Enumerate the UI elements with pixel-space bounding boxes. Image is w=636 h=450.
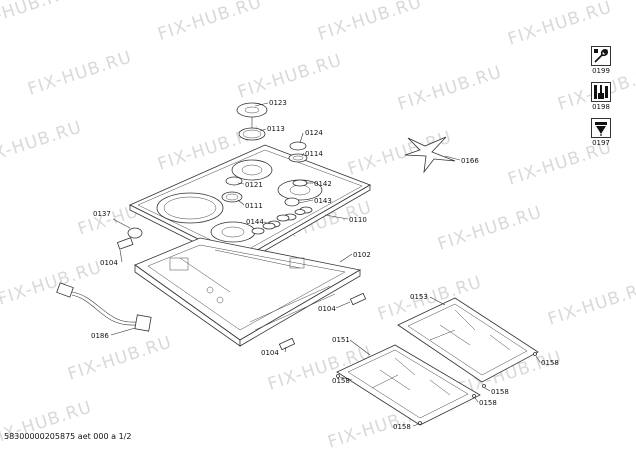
callout-0142: 0142 xyxy=(314,180,332,188)
callout-0114: 0114 xyxy=(305,150,323,158)
watermark: FIX-HUB.RU xyxy=(0,257,105,309)
watermark: FIX-HUB.RU xyxy=(25,47,134,99)
callout-0104: 0104 xyxy=(318,305,336,313)
icon-label-0197: 0197 xyxy=(592,139,610,147)
wok-support-0166 xyxy=(404,136,456,174)
callout-0110: 0110 xyxy=(349,216,367,224)
watermark: FIX-HUB.RU xyxy=(545,277,636,329)
watermark: FIX-HUB.RU xyxy=(505,0,614,50)
document-footer: 58300000205875 aet 000 a 1/2 xyxy=(4,432,132,441)
watermark: FIX-HUB.RU xyxy=(0,397,95,449)
callout-0151: 0151 xyxy=(332,336,350,344)
watermark: FIX-HUB.RU xyxy=(345,127,454,179)
icon-label-0198: 0198 xyxy=(592,103,610,111)
callout-0111: 0111 xyxy=(245,202,263,210)
callout-0158: 0158 xyxy=(541,359,559,367)
power-cord-0186 xyxy=(56,282,152,332)
callout-0158: 0158 xyxy=(479,399,497,407)
callout-0124: 0124 xyxy=(305,129,323,137)
clip-part-0104 xyxy=(278,292,367,351)
pan-support-front xyxy=(336,344,481,426)
burner-cap-0121 xyxy=(225,176,243,186)
callout-0143: 0143 xyxy=(314,197,332,205)
callout-0104: 0104 xyxy=(261,349,279,357)
burner-crown-0113 xyxy=(238,117,266,141)
callout-labels: 0123 0113 0124 0114 0121 0142 0111 0143 … xyxy=(91,99,559,431)
callout-0166: 0166 xyxy=(461,157,479,165)
burner-crown-0111 xyxy=(221,191,243,203)
rubber-feet-0158 xyxy=(336,352,537,425)
watermark: FIX-HUB.RU xyxy=(395,62,504,114)
callout-0113: 0113 xyxy=(267,125,285,133)
burner-crown-0114 xyxy=(288,153,308,163)
watermark: FIX-HUB.RU xyxy=(0,0,75,35)
fuse-icon xyxy=(591,118,611,138)
callout-0104: 0104 xyxy=(100,259,118,267)
callout-0158: 0158 xyxy=(491,388,509,396)
callout-0137: 0137 xyxy=(93,210,111,218)
leader-lines xyxy=(110,102,541,427)
hob-top-plate xyxy=(129,144,371,266)
tools-icon xyxy=(591,82,611,102)
watermark: FIX-HUB.RU xyxy=(65,332,174,384)
callout-0144: 0144 xyxy=(246,218,264,226)
callout-0123: 0123 xyxy=(269,99,287,107)
callout-0158: 0158 xyxy=(332,377,350,385)
callout-0102: 0102 xyxy=(353,251,371,259)
burner-cap-0123 xyxy=(236,102,268,118)
watermark: FIX-HUB.RU xyxy=(235,50,344,102)
lower-housing-tray xyxy=(134,237,362,347)
watermark: FIX-HUB.RU xyxy=(155,0,264,45)
igniter-part-0137 xyxy=(116,227,143,250)
watermark: FIX-HUB.RU xyxy=(315,0,424,45)
burner-part-0144 xyxy=(262,214,290,230)
burner-part-0143 xyxy=(284,197,306,215)
callout-0121: 0121 xyxy=(245,181,263,189)
callout-0158: 0158 xyxy=(393,423,411,431)
pan-support-rear xyxy=(397,297,539,383)
watermark: FIX-HUB.RU xyxy=(0,117,85,169)
watermark: FIX-HUB.RU xyxy=(435,202,544,254)
icon-label-0199: 0199 xyxy=(592,67,610,75)
callout-0153: 0153 xyxy=(410,293,428,301)
callout-0186: 0186 xyxy=(91,332,109,340)
wrench-icon xyxy=(591,46,611,66)
burner-part-0142 xyxy=(292,179,308,187)
burner-cap-0124 xyxy=(289,141,307,151)
